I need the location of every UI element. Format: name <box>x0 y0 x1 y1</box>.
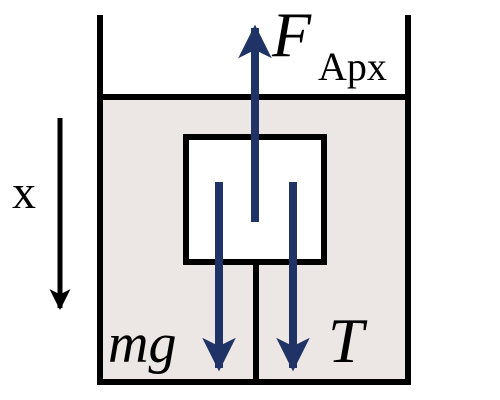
gravity-force-label: mg <box>108 313 176 375</box>
axis-label: x <box>12 166 36 219</box>
tension-force-label: T <box>328 305 368 376</box>
buoyancy-force-subscript: Apx <box>318 44 387 89</box>
buoyancy-force-label: F <box>271 0 312 70</box>
